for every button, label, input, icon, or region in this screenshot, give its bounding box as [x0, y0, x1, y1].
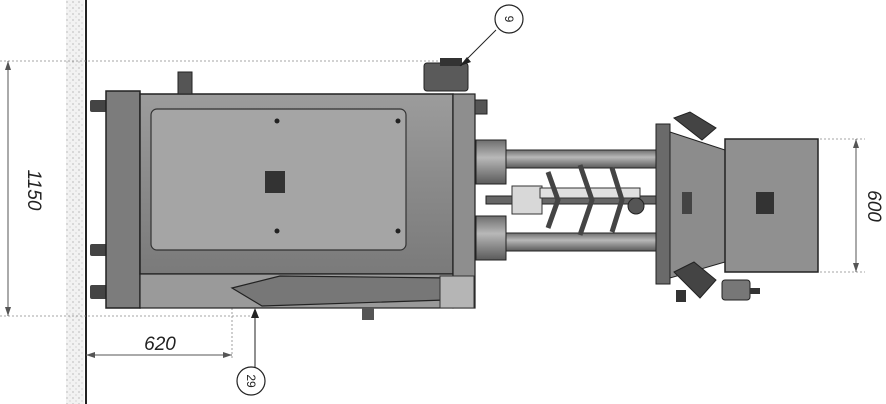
callout-label-29: 29 [244, 374, 258, 388]
dim-label-1150: 1150 [23, 170, 44, 211]
dimension-offset: 620 [86, 300, 233, 360]
motor-unit [655, 111, 819, 302]
dimension-height: 1150 [0, 60, 470, 317]
callout-29: 29 [236, 308, 266, 396]
dim-label-620: 620 [144, 334, 176, 355]
wall [66, 0, 87, 404]
dimension-depth: 600 [820, 138, 884, 273]
machine-body [90, 58, 488, 320]
dim-label-600: 600 [863, 190, 884, 222]
callout-label-9: 9 [502, 16, 516, 23]
shaft-assembly [475, 139, 667, 261]
callout-9: 9 [459, 4, 524, 67]
